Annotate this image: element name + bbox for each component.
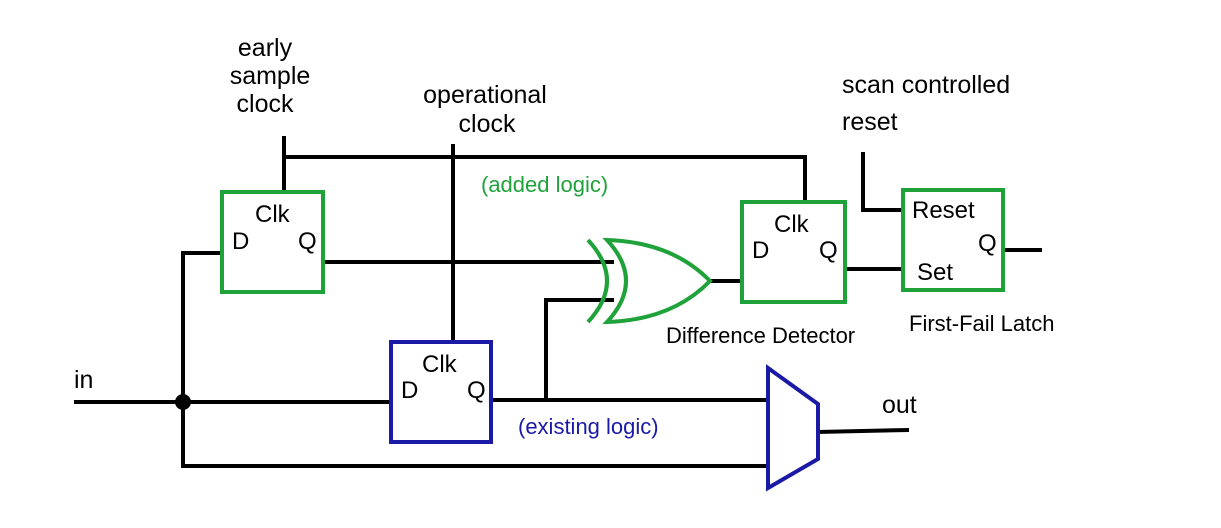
difference-detector-flip-flop: Clk D Q — [740, 200, 847, 304]
diff-ff-q-label: Q — [819, 237, 838, 264]
early-ff-clk-label: Clk — [255, 201, 291, 228]
first-fail-latch-label: First-Fail Latch — [909, 311, 1054, 336]
latch-set-label: Set — [917, 259, 953, 286]
mux-out-wire — [815, 427, 910, 435]
existing-ff-clk-label: Clk — [422, 351, 458, 378]
input-to-early-ff — [181, 251, 224, 404]
first-fail-latch: Reset Q Set — [901, 188, 1005, 292]
out-label: out — [882, 391, 917, 419]
latch-box — [901, 188, 1005, 292]
early-ff-box — [220, 190, 325, 294]
existing-ff-q-label: Q — [467, 377, 486, 404]
latch-q-label: Q — [978, 230, 997, 257]
scan-reset-label-line1: scan controlled — [842, 71, 1010, 99]
operational-clock-label-line2: clock — [459, 110, 516, 138]
early-sample-flip-flop: Clk D Q — [220, 190, 325, 294]
wires — [74, 136, 1042, 468]
early-clock-label-line3: clock — [237, 90, 294, 118]
existing-flip-flop: Clk D Q — [389, 340, 493, 444]
operational-clock-label-line1: operational — [423, 81, 547, 109]
labels: early sample clock operational clock sca… — [74, 34, 1054, 439]
existing-ff-d-label: D — [401, 377, 418, 404]
mux-body — [766, 364, 820, 492]
scan-reset-label-line2: reset — [842, 108, 898, 136]
existing-logic-label: (existing logic) — [518, 414, 659, 439]
xor-body — [602, 237, 713, 325]
early-clock-label-line1: early — [238, 34, 293, 62]
early-ff-q-label: Q — [298, 228, 317, 255]
early-ff-d-label: D — [232, 228, 249, 255]
latch-reset-label: Reset — [912, 197, 975, 224]
diff-ff-clk-label: Clk — [774, 211, 810, 238]
junction-dot — [175, 394, 191, 410]
xor-gate — [586, 237, 713, 325]
difference-detector-label: Difference Detector — [666, 323, 855, 348]
reset-wire — [861, 152, 905, 212]
added-logic-label: (added logic) — [481, 172, 608, 197]
diff-ff-box — [740, 200, 847, 304]
early-clock-label-line2: sample — [230, 62, 311, 90]
existing-ff-box — [389, 340, 493, 444]
input-to-mux-bypass — [181, 400, 770, 468]
existing-q-to-xor — [544, 298, 614, 402]
xor-input-arc — [586, 238, 609, 324]
diff-ff-d-label: D — [752, 237, 769, 264]
in-label: in — [74, 366, 93, 394]
multiplexer — [766, 364, 820, 492]
